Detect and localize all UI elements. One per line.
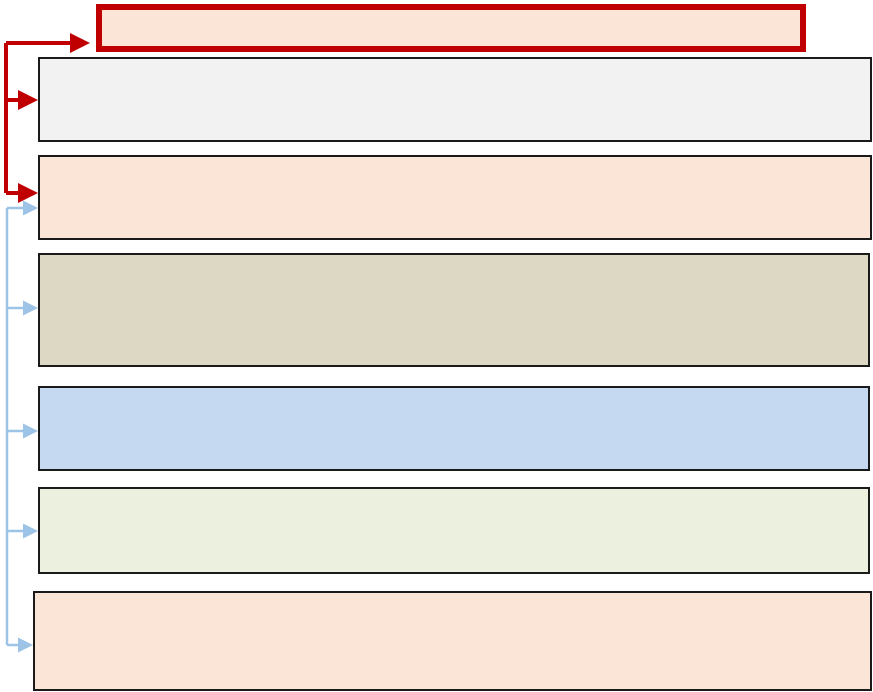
blue-connector-group bbox=[5, 200, 38, 653]
diagram-box-4 bbox=[38, 386, 870, 471]
diagram-box-3 bbox=[38, 253, 870, 367]
diagram-box-6 bbox=[33, 591, 872, 691]
diagram-box-5 bbox=[38, 487, 870, 574]
header-box bbox=[96, 4, 806, 52]
diagram-box-1 bbox=[38, 57, 872, 142]
diagram-box-2 bbox=[38, 155, 872, 240]
